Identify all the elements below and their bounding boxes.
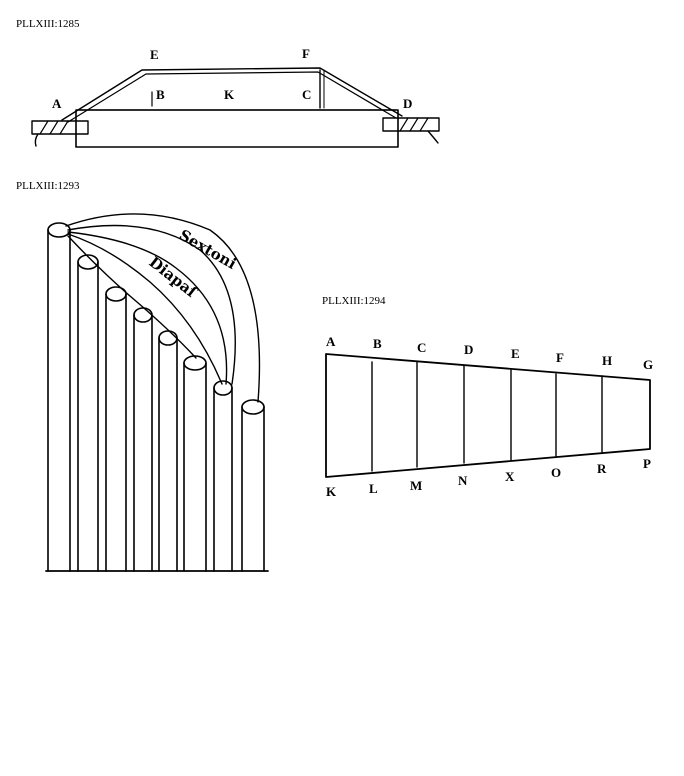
- interval-arcs: [65, 213, 261, 403]
- label-e: E: [150, 47, 159, 62]
- label-bottom-o: O: [551, 465, 561, 480]
- figure-1285-caption: PLLXIII:1285: [16, 18, 80, 30]
- label-a: A: [52, 96, 62, 111]
- label-k: K: [224, 87, 235, 102]
- label-top-d: D: [464, 342, 473, 357]
- label-top-e: E: [511, 346, 520, 361]
- organ-pipes: [47, 222, 265, 572]
- label-b-inner: B: [156, 87, 165, 102]
- figure-1293-caption: PLLXIII:1293: [16, 180, 80, 192]
- label-top-g: G: [643, 357, 653, 372]
- outer-string: [61, 67, 403, 121]
- label-c: C: [302, 87, 311, 102]
- label-bottom-k: K: [326, 484, 337, 499]
- inner-string: [67, 71, 397, 123]
- label-top-b: B: [373, 336, 382, 351]
- label-bottom-m: M: [410, 478, 422, 493]
- label-bottom-l: L: [369, 481, 378, 496]
- figure-1294-drawing: A B C D E F H G K L M N X O R P: [325, 334, 653, 499]
- figure-1285-drawing: A E F D B K C: [31, 46, 440, 148]
- label-top-a: A: [326, 334, 336, 349]
- label-bottom-r: R: [597, 461, 607, 476]
- figure-1293-drawing: Sextoni Diapaſ: [45, 213, 269, 572]
- right-tube: [382, 117, 440, 144]
- label-d-right: D: [403, 96, 412, 111]
- label-top-h: H: [602, 353, 612, 368]
- trapezoid-outline: [325, 353, 651, 478]
- label-f: F: [302, 46, 310, 61]
- figure-1294-caption: PLLXIII:1294: [322, 295, 386, 307]
- sounding-board-body: [75, 109, 399, 148]
- arc-label-diapas: Diapaſ: [146, 253, 202, 302]
- label-top-c: C: [417, 340, 426, 355]
- label-bottom-n: N: [458, 473, 468, 488]
- label-bottom-p: P: [643, 456, 651, 471]
- label-bottom-x: X: [505, 469, 515, 484]
- left-tube: [31, 120, 89, 147]
- label-top-f: F: [556, 350, 564, 365]
